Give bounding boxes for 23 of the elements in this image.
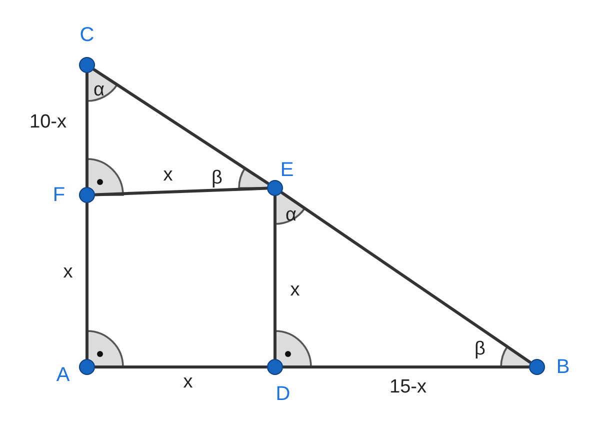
line-segment xyxy=(280,191,532,364)
measure-label: x xyxy=(290,280,300,300)
line-segment xyxy=(86,73,88,187)
point-label: D xyxy=(276,384,290,404)
measure-label: 15-x xyxy=(390,378,426,396)
line-segment xyxy=(94,186,268,196)
point-label: A xyxy=(56,365,70,385)
line-segment xyxy=(95,366,267,368)
measure-label: x xyxy=(63,262,73,282)
measure-label: 10-x xyxy=(30,112,66,132)
point-label: C xyxy=(80,25,94,45)
line-segment xyxy=(283,366,529,368)
line-segment xyxy=(92,68,270,185)
measure-label: β xyxy=(474,340,486,358)
point-label: F xyxy=(52,185,66,205)
measure-label: β xyxy=(212,168,222,188)
line-segment xyxy=(86,203,88,359)
measure-label: α xyxy=(94,80,104,100)
point-label: E xyxy=(280,160,294,180)
line-segment xyxy=(274,196,276,359)
point-label: B xyxy=(556,357,570,377)
measure-label: x xyxy=(163,166,173,184)
measure-label: x xyxy=(183,372,193,392)
